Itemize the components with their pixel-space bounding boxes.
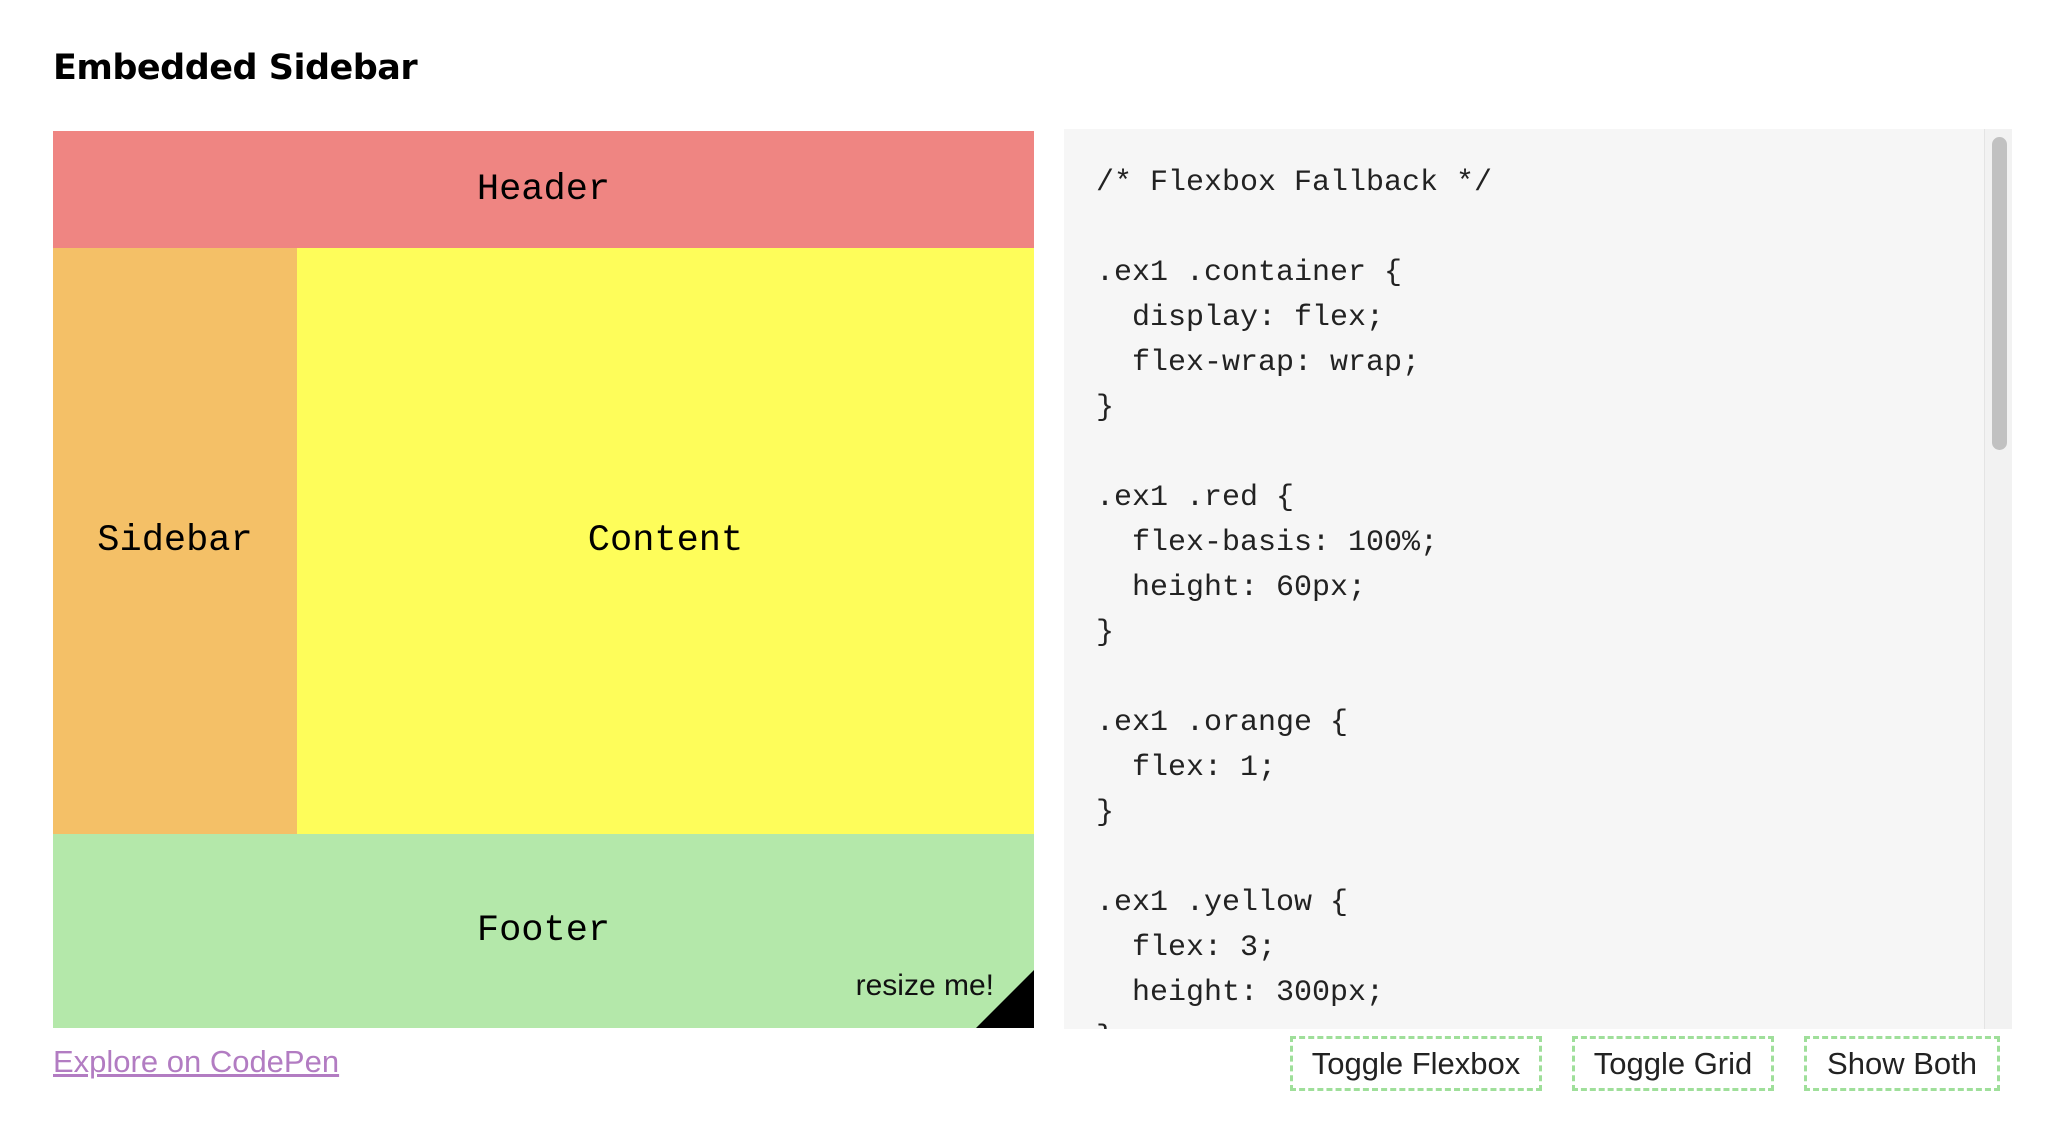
resize-handle-icon[interactable] [976, 970, 1034, 1028]
css-code: /* Flexbox Fallback */ .ex1 .container {… [1096, 166, 1493, 1029]
explore-on-codepen-link[interactable]: Explore on CodePen [53, 1044, 340, 1079]
demo-content: Content [297, 248, 1034, 834]
css-code-panel[interactable]: /* Flexbox Fallback */ .ex1 .container {… [1064, 129, 2012, 1029]
demo-footer: Footer resize me! [53, 834, 1034, 1028]
code-scrollbar[interactable] [1984, 129, 2012, 1029]
demo-header: Header [53, 131, 1034, 248]
demo-footer-label: Footer [476, 910, 611, 952]
toggle-grid-button[interactable]: Toggle Grid [1572, 1036, 1774, 1091]
toggle-flexbox-button[interactable]: Toggle Flexbox [1290, 1036, 1542, 1091]
show-both-button[interactable]: Show Both [1804, 1036, 2000, 1091]
layout-demo: Header Sidebar Content Footer resize me! [53, 131, 1034, 1028]
page-title: Embedded Sidebar [53, 48, 418, 88]
demo-sidebar: Sidebar [53, 248, 297, 834]
code-scrollbar-thumb[interactable] [1992, 137, 2007, 450]
resize-label: resize me! [855, 969, 994, 1002]
